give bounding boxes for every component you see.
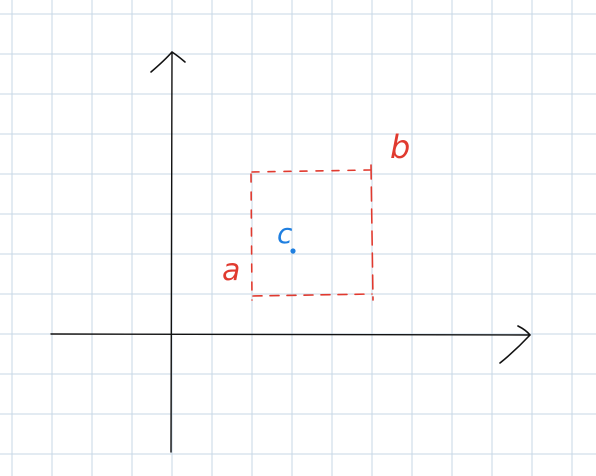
rect-top-edge (251, 169, 371, 173)
rect-left-edge (250, 173, 253, 301)
corner-a-label: a (222, 253, 240, 288)
coordinate-axes (50, 51, 531, 453)
x-axis-line (50, 333, 531, 336)
x-axis-arrowhead (499, 325, 531, 364)
rect-right-edge (370, 164, 374, 301)
y-axis-line (170, 51, 173, 453)
center-c-dot (290, 248, 296, 254)
y-axis-arrowhead (150, 51, 186, 73)
corner-b-label: b (390, 128, 410, 166)
rect-bottom-edge (252, 293, 373, 297)
center-c-label: c (277, 217, 293, 250)
dashed-rectangle (250, 164, 374, 301)
